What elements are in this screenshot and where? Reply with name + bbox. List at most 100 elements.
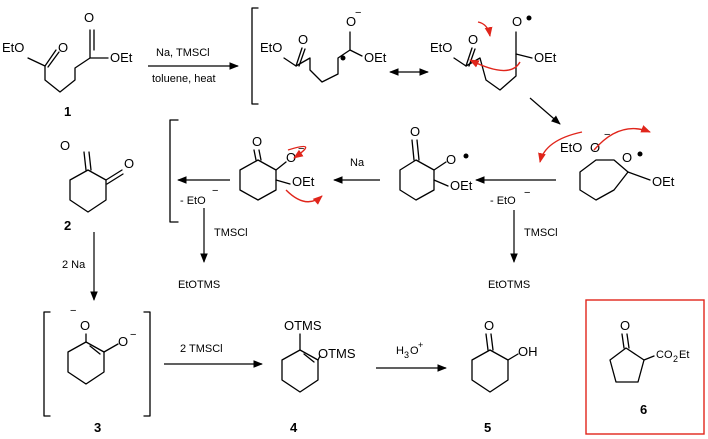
curved-arrow-red bbox=[285, 189, 323, 205]
hydroxyl-oh: OH bbox=[518, 344, 538, 359]
reagent-2-na: 2 Na bbox=[62, 259, 86, 271]
cyclohexane-ring bbox=[69, 169, 107, 213]
cyclized-intermediate: EtO O − O OEt bbox=[538, 125, 675, 201]
reagent-2-tmscl: 2 TMSCl bbox=[180, 343, 223, 355]
reagent-minus-eto: - EtO bbox=[490, 195, 516, 207]
reaction-arrow bbox=[529, 97, 561, 125]
negative-charge: − bbox=[355, 7, 361, 19]
byproduct-etotms: EtOTMS bbox=[178, 279, 220, 291]
byproduct-etotms: EtOTMS bbox=[488, 279, 530, 291]
alkoxide-o: O bbox=[590, 140, 600, 155]
curved-arrow-red bbox=[477, 21, 493, 37]
cyclohexane-ring bbox=[239, 159, 277, 201]
reagent-h3o: H 3 O + bbox=[396, 340, 423, 360]
ketyl-radical-anion: EtO O O − OEt bbox=[260, 7, 387, 83]
curved-arrow-red bbox=[538, 131, 583, 163]
bracket-left bbox=[169, 119, 179, 223]
compound-label-3: 3 bbox=[94, 420, 101, 435]
otms-group: OTMS bbox=[318, 346, 356, 361]
reagent-toluene-heat: toluene, heat bbox=[152, 73, 216, 85]
negative-charge: − bbox=[524, 187, 530, 199]
alpha-keto-radical: O O OEt bbox=[399, 124, 473, 201]
cyclohexene-ring bbox=[67, 341, 105, 385]
bracket-left bbox=[43, 311, 51, 417]
negative-charge: − bbox=[212, 185, 218, 197]
cyclopentane-ring bbox=[609, 347, 645, 383]
reagent-tmscl: TMSCl bbox=[214, 227, 248, 239]
carbonyl-o: O bbox=[60, 138, 70, 153]
carbonyl-o: O bbox=[124, 156, 134, 171]
oxy-radical-o: O bbox=[622, 150, 632, 165]
radical-cyclization-intermediate: EtO O O OEt bbox=[430, 14, 557, 91]
radical-dot bbox=[340, 55, 346, 61]
eto-group: EtO bbox=[430, 40, 452, 55]
svg-text:O: O bbox=[410, 345, 419, 357]
enolate-o: O bbox=[80, 318, 90, 333]
svg-text:2: 2 bbox=[673, 354, 678, 364]
reagent-na-tmscl: Na, TMSCl bbox=[156, 47, 210, 59]
alkoxide-o: O bbox=[346, 14, 356, 29]
compound-6-keto-ester: O CO 2 Et 6 bbox=[609, 318, 689, 417]
compound-4-bis-silyl-enediol: OTMS OTMS 4 bbox=[281, 318, 356, 435]
svg-text:H: H bbox=[396, 345, 404, 357]
bracket-right bbox=[143, 311, 151, 417]
oxy-radical-o: O bbox=[446, 152, 456, 167]
negative-charge: − bbox=[604, 129, 610, 141]
alkoxide-o: O bbox=[286, 150, 296, 165]
curved-arrow-red bbox=[593, 125, 651, 151]
reagent-tmscl: TMSCl bbox=[524, 227, 558, 239]
compound-label-5: 5 bbox=[484, 420, 491, 435]
carbonyl-o: O bbox=[252, 134, 262, 149]
compound-label-4: 4 bbox=[290, 420, 298, 435]
eto-group: EtO bbox=[2, 40, 24, 55]
radical-dot bbox=[637, 151, 643, 157]
bracket-left bbox=[251, 7, 259, 105]
oet-group: OEt bbox=[534, 50, 557, 65]
co2et-group: CO 2 Et bbox=[656, 349, 689, 364]
oet-group: OEt bbox=[110, 50, 133, 65]
carbonyl-o: O bbox=[620, 318, 630, 333]
cyclohexane-ring bbox=[471, 349, 509, 393]
highlight-box-red bbox=[585, 299, 705, 435]
radical-dot bbox=[526, 15, 532, 21]
compound-3-enediolate: − O O − 3 bbox=[43, 305, 151, 435]
cyclohexane-ring bbox=[579, 159, 629, 201]
oet-group: OEt bbox=[292, 174, 315, 189]
compound-2-cyclohexanedione: O O 2 bbox=[60, 138, 134, 233]
adipate-chain bbox=[27, 29, 91, 93]
svg-text:CO: CO bbox=[656, 349, 673, 361]
oet-group: OEt bbox=[364, 50, 387, 65]
eto-group: EtO bbox=[560, 140, 582, 155]
carbonyl-o: O bbox=[484, 318, 494, 333]
compound-5-acyloin: O OH 5 bbox=[471, 318, 538, 435]
reagent-minus-eto: - EtO bbox=[180, 195, 206, 207]
compound-label-2: 2 bbox=[64, 218, 71, 233]
compound-label-6: 6 bbox=[640, 402, 647, 417]
carbonyl-o: O bbox=[468, 32, 478, 47]
carbonyl-o: O bbox=[58, 40, 68, 55]
curved-arrow-red bbox=[287, 145, 307, 159]
oet-group: OEt bbox=[450, 178, 473, 193]
svg-text:Et: Et bbox=[679, 349, 689, 361]
carbonyl-o: O bbox=[84, 10, 94, 25]
compound-1-diethyl-adipate: EtO O O OEt 1 bbox=[2, 10, 133, 119]
alkoxide-intermediate: O O − OEt bbox=[239, 134, 323, 205]
enolate-o: O bbox=[118, 334, 128, 349]
otms-group: OTMS bbox=[284, 318, 322, 333]
negative-charge: − bbox=[130, 329, 136, 341]
cyclohexane-ring bbox=[399, 159, 435, 201]
alkoxy-radical-o: O bbox=[512, 14, 522, 29]
curved-arrow-red bbox=[469, 59, 521, 72]
reagent-na: Na bbox=[350, 157, 365, 169]
compound-label-1: 1 bbox=[64, 104, 71, 119]
svg-text:+: + bbox=[418, 340, 423, 350]
svg-text:3: 3 bbox=[404, 350, 409, 360]
negative-charge: − bbox=[70, 305, 76, 317]
oet-group: OEt bbox=[652, 174, 675, 189]
carbonyl-o: O bbox=[298, 32, 308, 47]
cyclohexene-ring bbox=[281, 349, 319, 393]
carbonyl-o: O bbox=[410, 124, 420, 139]
negative-charge: − bbox=[298, 143, 304, 155]
eto-group: EtO bbox=[260, 40, 282, 55]
